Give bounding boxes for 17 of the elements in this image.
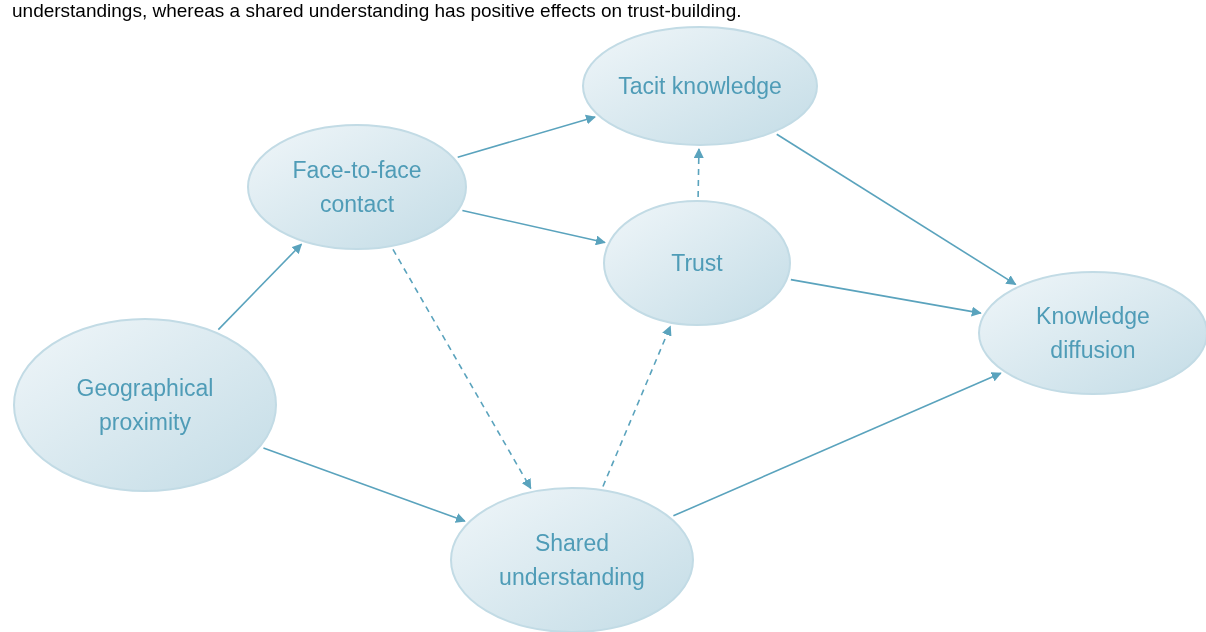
caption-text: understandings, whereas a shared understanding has positive effects on trust-building.: [12, 0, 742, 22]
arrow: [790, 278, 982, 317]
arrow: [217, 243, 303, 331]
node-label: Geographical proximity: [75, 373, 215, 437]
node-label: Tacit knowledge: [618, 71, 782, 101]
node-label: Face-to-face contact: [291, 155, 423, 219]
arrow: [461, 209, 606, 246]
arrow: [672, 372, 1002, 517]
node-label: Knowledge diffusion: [1035, 301, 1151, 365]
arrow: [456, 114, 596, 159]
arrow: [775, 133, 1017, 286]
arrow: [392, 248, 532, 490]
arrow: [602, 325, 672, 488]
node-label: Shared understanding: [498, 528, 646, 592]
arrow: [262, 447, 466, 523]
node-label: Trust: [671, 248, 723, 278]
arrow: [693, 148, 704, 198]
